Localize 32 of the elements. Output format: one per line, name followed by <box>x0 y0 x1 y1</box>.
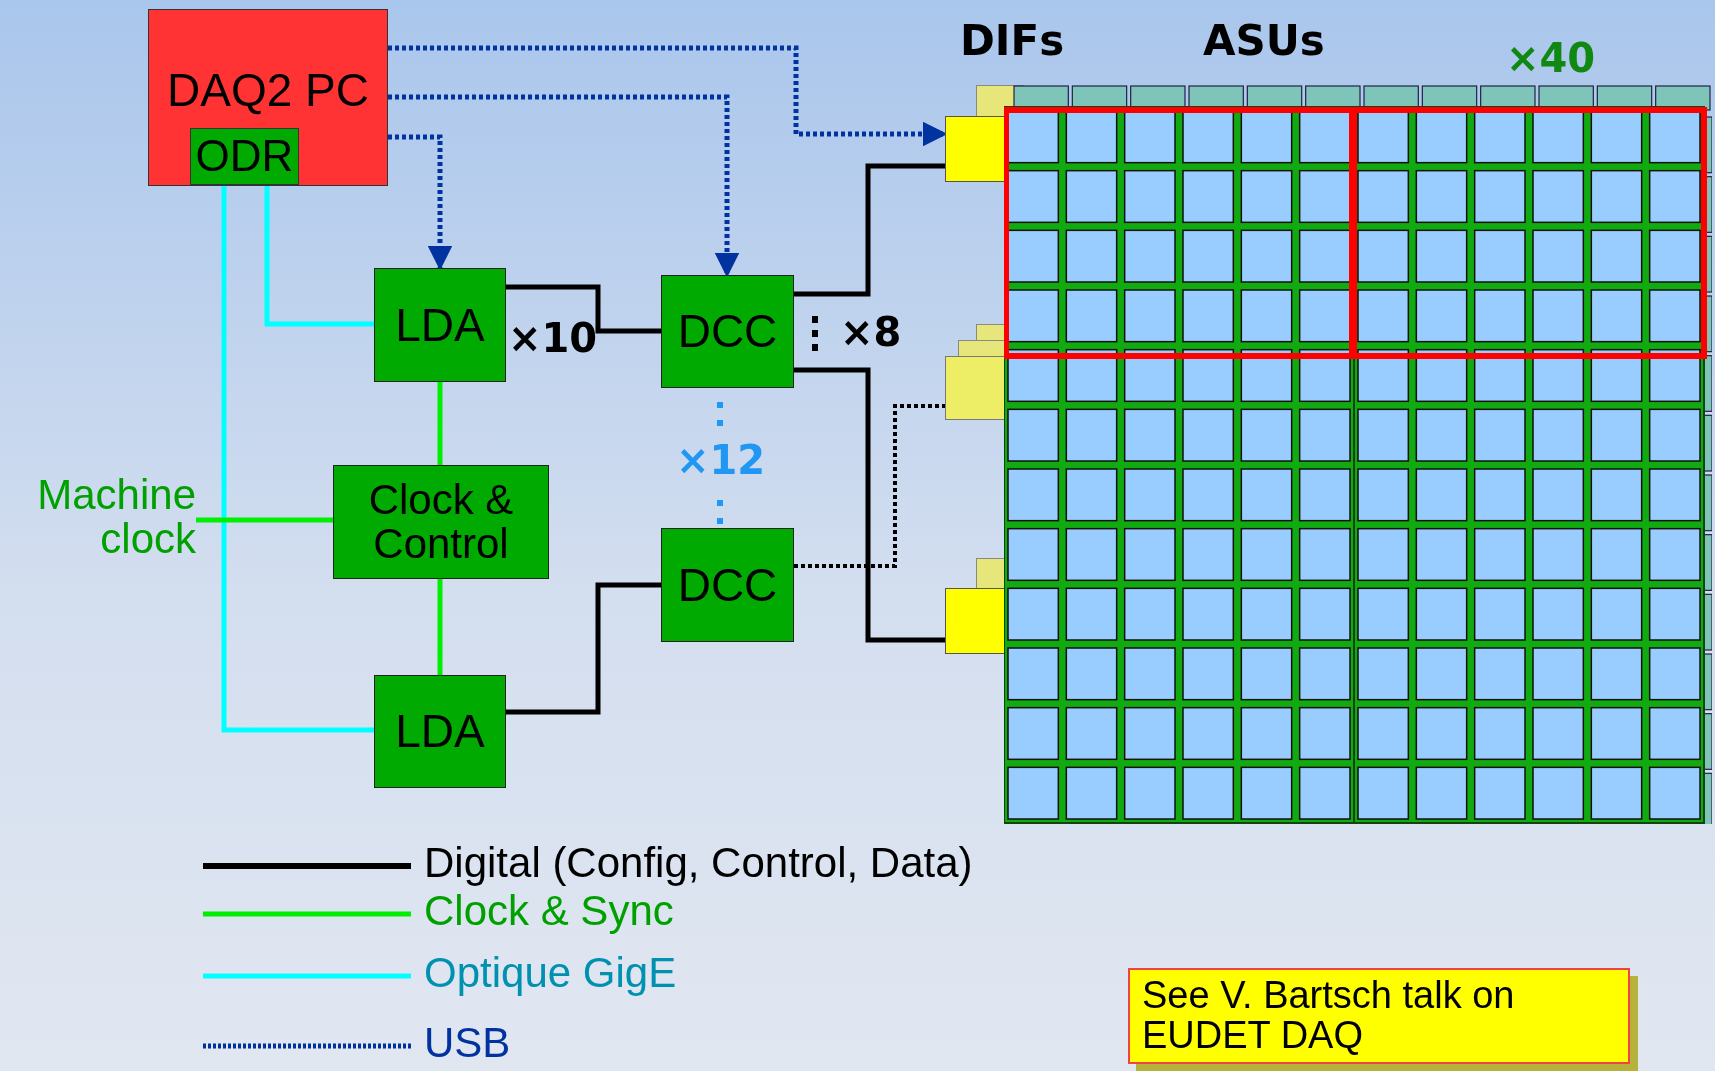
connector-line <box>794 404 945 568</box>
connector-line <box>221 184 374 733</box>
legend-text: USB <box>424 1020 511 1067</box>
connector-line <box>437 579 443 675</box>
signal-source-label: Machine clock <box>8 462 196 572</box>
interface-board <box>945 116 1006 182</box>
connector-line <box>437 382 443 465</box>
legend-text: Digital (Config, Control, Data) <box>424 840 973 887</box>
interface-board <box>945 356 1006 420</box>
connector-line <box>506 284 661 334</box>
computer-box: DAQ2 PC ODR <box>148 9 388 186</box>
connector-line <box>196 517 333 523</box>
connector-line <box>264 184 374 327</box>
multiplicity-label: ×8 <box>840 312 902 352</box>
connector-line <box>794 367 945 643</box>
module-box: DCC <box>661 275 794 388</box>
module-box: DCC <box>661 528 794 642</box>
module-box: LDA <box>374 268 506 382</box>
module-box: LDA <box>374 675 506 788</box>
multiplicity-label: DIFs <box>960 20 1065 62</box>
clock-control-box: Clock & Control <box>333 465 549 579</box>
detector-grid-drawing <box>1004 84 1712 824</box>
legend-text: Optique GigE <box>424 950 677 997</box>
connector-line <box>506 582 661 715</box>
multiplicity-label: ×40 <box>1506 38 1596 78</box>
connector-line <box>794 163 945 297</box>
interface-board <box>945 588 1006 654</box>
multiplicity-label: ×10 <box>508 318 598 358</box>
multiplicity-label: ASUs <box>1203 20 1325 62</box>
readout-box: ODR <box>190 128 299 185</box>
legend-text: Clock & Sync <box>424 888 674 935</box>
multiplicity-label: ×12 <box>676 440 766 480</box>
